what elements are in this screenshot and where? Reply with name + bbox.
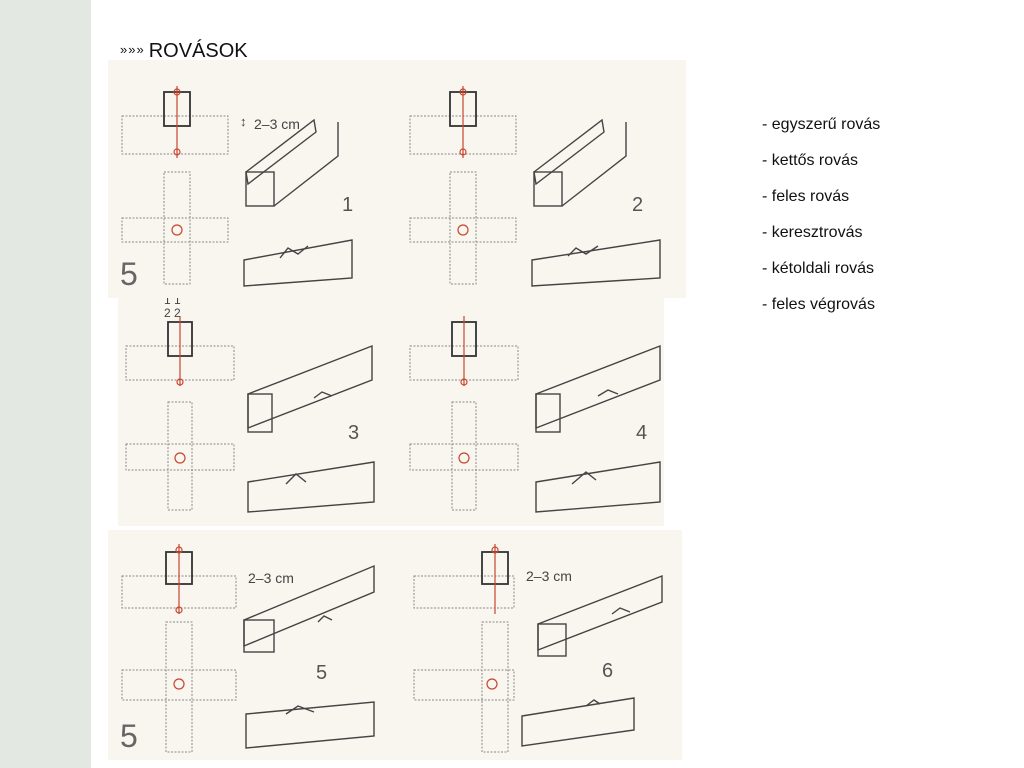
spacing-label-top: 1 1 bbox=[164, 298, 181, 307]
figure-number-1: 1 bbox=[342, 194, 354, 216]
spacing-label: 1 1 2 2 bbox=[164, 298, 181, 320]
spacing-label-bottom: 2 2 bbox=[164, 306, 181, 320]
figure-number-3: 3 bbox=[348, 422, 360, 444]
figure-panel-1-2: ↕ 2–3 cm 1 2 5 bbox=[108, 60, 686, 298]
dim-label-1: 2–3 cm bbox=[254, 116, 300, 132]
rovas-type-list: - egyszerű rovás - kettős rovás - feles … bbox=[762, 114, 880, 330]
figure-number-6: 6 bbox=[602, 660, 614, 682]
figure-number-2: 2 bbox=[632, 194, 644, 216]
title-text: ROVÁSOK bbox=[148, 40, 248, 62]
joint-diagram-1-2: ↕ bbox=[121, 86, 661, 287]
figure-panel-3-4: 1 1 2 2 3 4 bbox=[118, 298, 664, 526]
list-item: - kétoldali rovás bbox=[762, 260, 875, 277]
left-decorative-band bbox=[0, 0, 91, 768]
joint-diagram-3-4 bbox=[125, 316, 661, 513]
plate-number-bottom: 5 bbox=[120, 718, 138, 754]
list-item: - keresztrovás bbox=[762, 224, 863, 241]
list-item: - kettős rovás bbox=[762, 152, 859, 169]
plate-number-top: 5 bbox=[120, 256, 138, 292]
figure-panel-5-6: 2–3 cm 2–3 cm 5 6 5 bbox=[108, 530, 682, 760]
dim-label-5: 2–3 cm bbox=[248, 570, 294, 586]
list-item: - feles végrovás bbox=[762, 296, 875, 313]
dim-label-6: 2–3 cm bbox=[526, 568, 572, 584]
list-item: - egyszerű rovás bbox=[762, 116, 881, 133]
slide-title: »»»ROVÁSOK bbox=[120, 40, 248, 63]
joint-diagram-5-6 bbox=[121, 544, 663, 753]
svg-text:↕: ↕ bbox=[240, 114, 247, 129]
figure-number-4: 4 bbox=[636, 422, 648, 444]
figure-number-5: 5 bbox=[316, 662, 328, 684]
title-bullet: »»» bbox=[120, 42, 145, 57]
list-item: - feles rovás bbox=[762, 188, 850, 205]
